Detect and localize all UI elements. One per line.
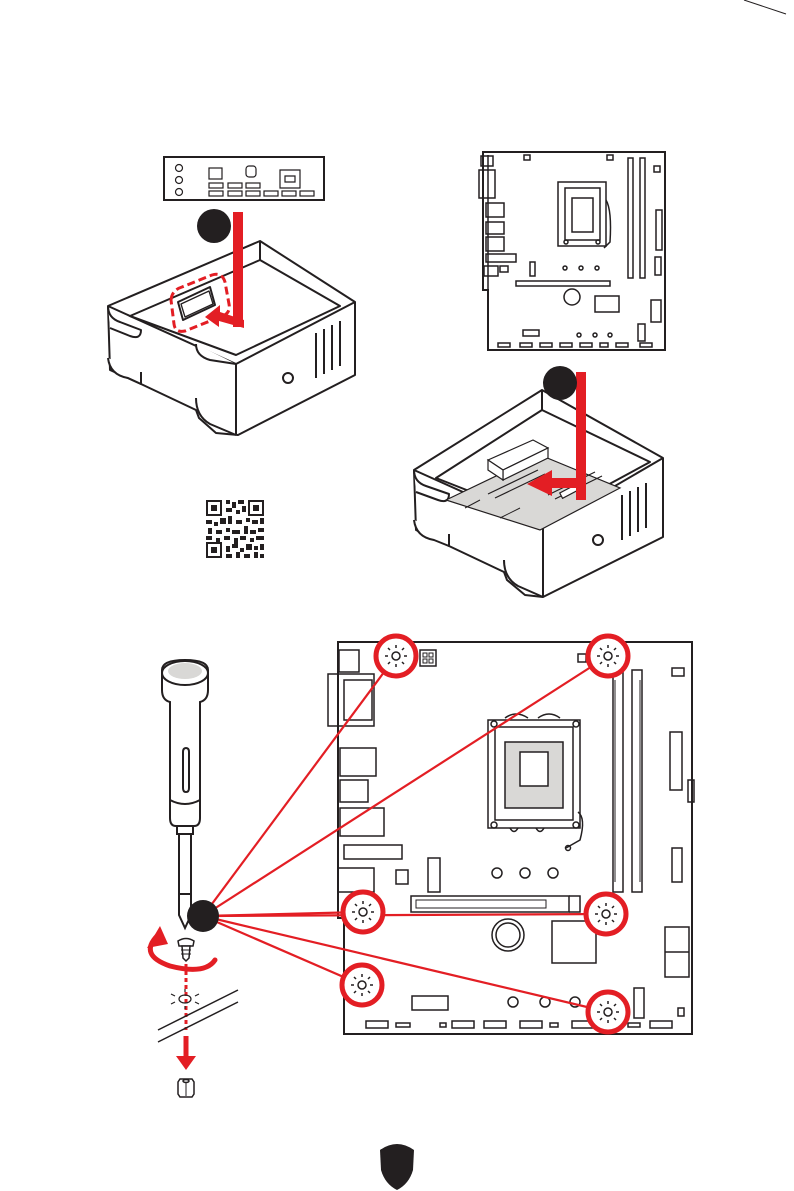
screw-hole-top-right [588, 636, 628, 676]
rotate-arrowhead [147, 926, 168, 948]
standoff-icon [178, 1079, 194, 1097]
step-1-badge [197, 209, 231, 243]
screw-hole-mid-left [343, 892, 383, 932]
io-shield [164, 157, 324, 200]
motherboard-top-view [479, 152, 665, 350]
motherboard-large [328, 642, 694, 1034]
msi-shield-logo [380, 1144, 414, 1190]
step-3-badge [187, 900, 219, 932]
screw-hole-bottom-right [588, 992, 628, 1032]
cut-line [744, 0, 786, 14]
screw-hole-top-left [376, 636, 416, 676]
screw-hole-bottom-left [342, 965, 382, 1005]
standoff-arrow-head [176, 1056, 196, 1070]
screw-hole-mid-right [586, 894, 626, 934]
pc-case-step1 [108, 241, 355, 435]
screw-icon [178, 939, 194, 962]
qr-code [206, 500, 264, 558]
io-shield-guide-bar [233, 212, 243, 327]
step-2-badge [543, 366, 577, 400]
screwdriver [162, 660, 208, 928]
board-edge [158, 990, 238, 1042]
